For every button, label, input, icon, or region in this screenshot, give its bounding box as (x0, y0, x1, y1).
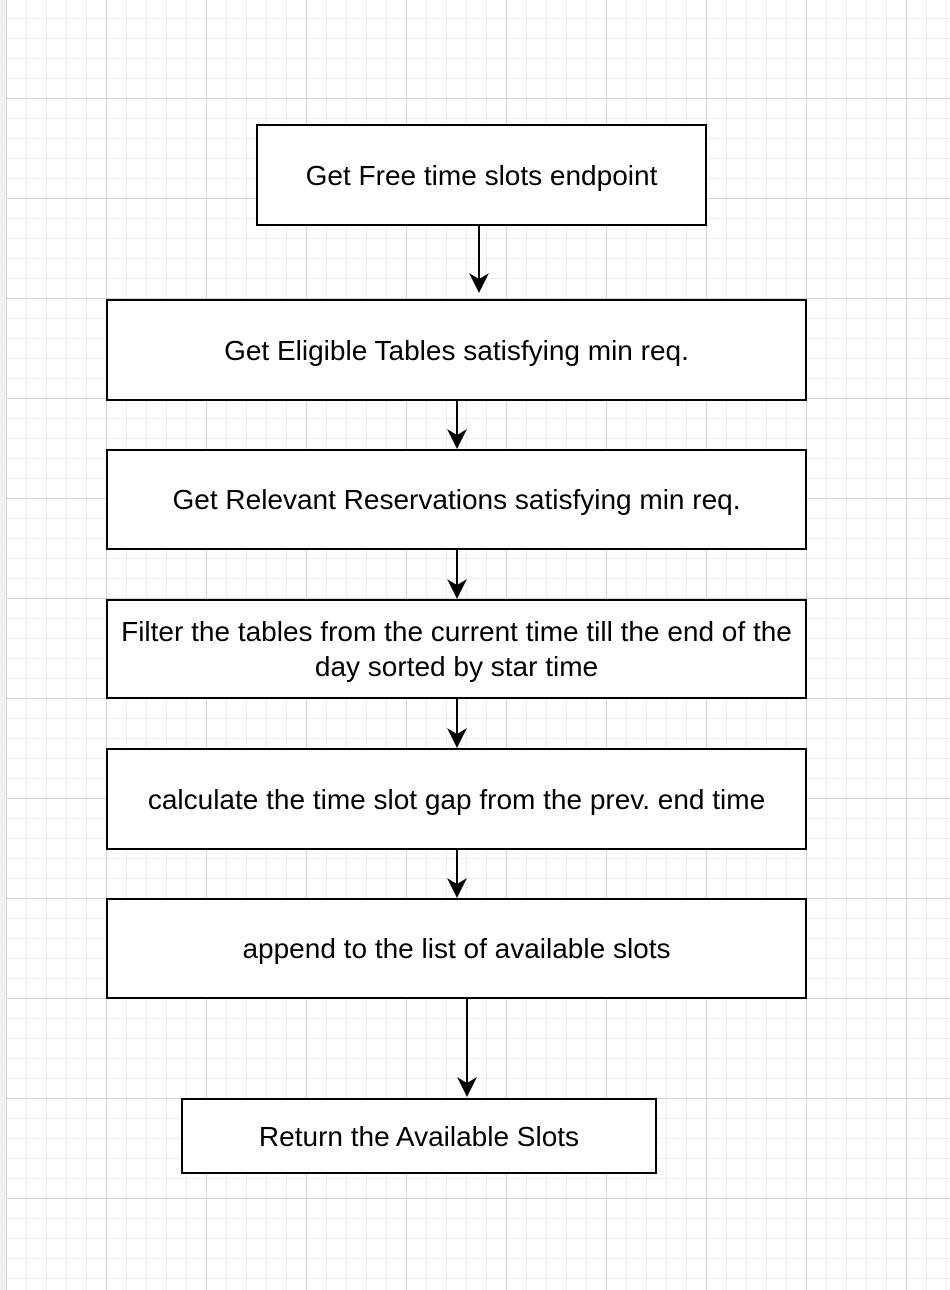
step-label: Filter the tables from the current time … (121, 616, 792, 682)
step-label: append to the list of available slots (242, 933, 671, 964)
arrowhead-3 (447, 579, 467, 599)
step-label: calculate the time slot gap from the pre… (147, 783, 766, 815)
arrowhead-5 (447, 878, 467, 898)
step-get-relevant-reservations[interactable]: Get Relevant Reservations satisfying min… (106, 449, 807, 550)
step-append-available-slots[interactable]: append to the list of available slots (106, 898, 807, 999)
step-label: Get Free time slots endpoint (305, 159, 658, 191)
step-label: Return the Available Slots (258, 1120, 580, 1152)
canvas-left-edge (0, 0, 6, 1290)
arrowhead-1 (469, 273, 489, 293)
step-label: Get Eligible Tables satisfying min req. (224, 334, 689, 366)
step-label: Get Relevant Reservations satisfying min… (172, 484, 741, 515)
step-filter-tables[interactable]: Filter the tables from the current time … (106, 599, 807, 699)
step-return-available-slots[interactable]: Return the Available Slots (181, 1098, 657, 1174)
arrowhead-2 (447, 429, 467, 449)
arrowhead-6 (457, 1077, 477, 1097)
step-get-free-time-slots-endpoint[interactable]: Get Free time slots endpoint (256, 124, 707, 226)
step-get-eligible-tables[interactable]: Get Eligible Tables satisfying min req. (106, 299, 807, 401)
arrowhead-4 (447, 728, 467, 748)
step-calculate-time-slot-gap[interactable]: calculate the time slot gap from the pre… (106, 748, 807, 850)
